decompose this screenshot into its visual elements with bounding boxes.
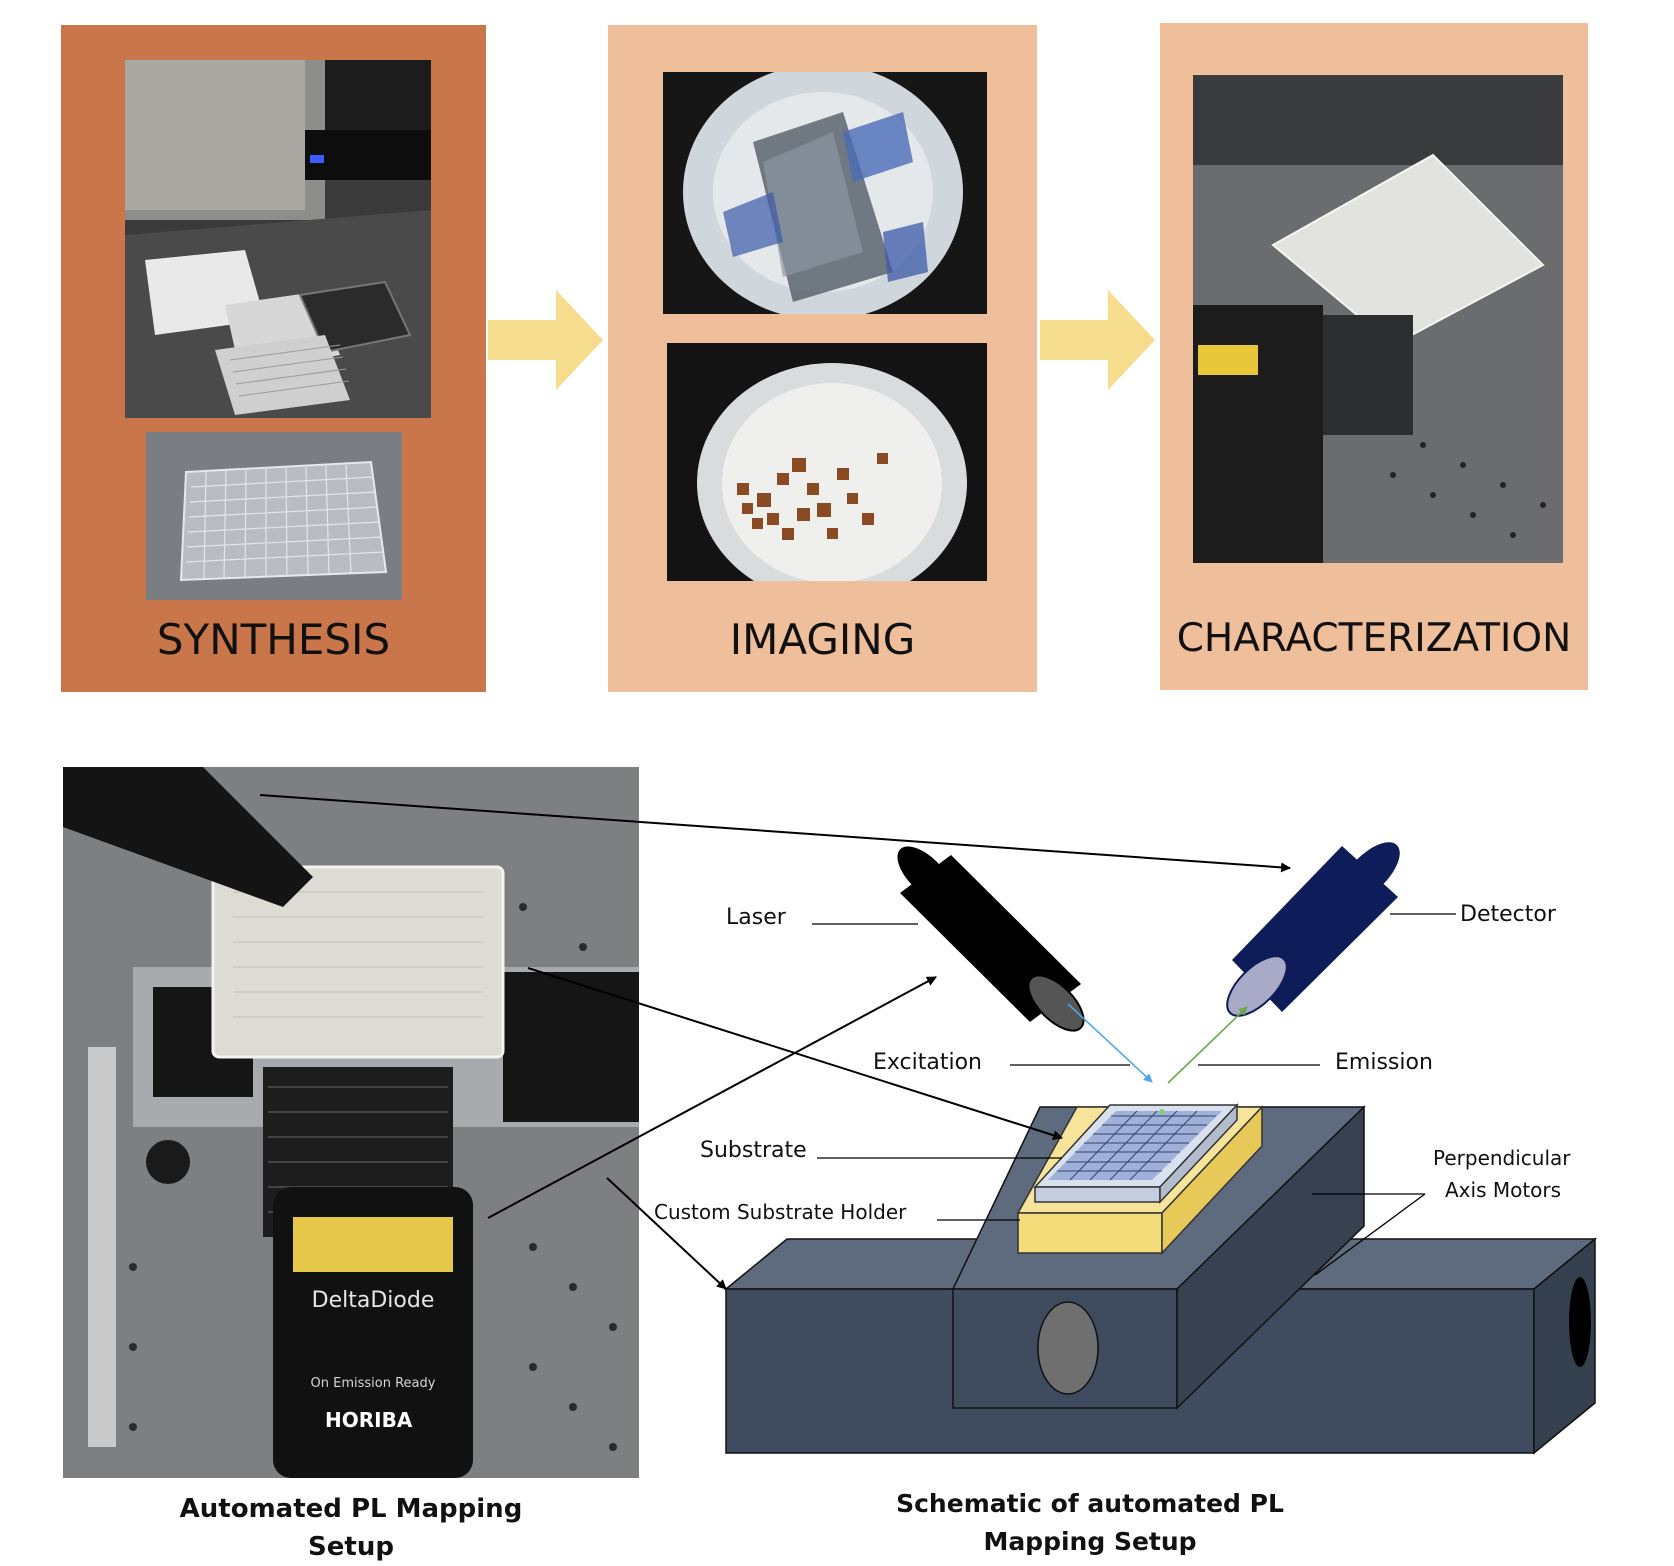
schematic-caption-line1: Schematic of automated PL	[896, 1489, 1284, 1518]
crystal-micrograph-2	[667, 343, 987, 581]
photo-caption-line1: Automated PL Mapping	[179, 1494, 523, 1524]
photo-caption: Automated PL Mapping Setup	[63, 1490, 639, 1566]
substrate-shape	[1033, 1103, 1239, 1204]
emission-label: Emission	[1335, 1050, 1433, 1075]
well-plate-photo	[146, 432, 402, 600]
schematic-caption: Schematic of automated PL Mapping Setup	[780, 1485, 1400, 1561]
flow-arrow-2	[1040, 290, 1155, 390]
characterization-photo	[1193, 75, 1563, 563]
excitation-beam	[1067, 1003, 1153, 1083]
imaging-panel: IMAGING	[608, 25, 1037, 692]
substrate-label: Substrate	[700, 1138, 807, 1163]
laser-label: Laser	[726, 905, 786, 930]
synthesis-label: SYNTHESIS	[156, 615, 391, 664]
detector-cylinder	[1226, 842, 1400, 1017]
detector-label: Detector	[1460, 902, 1556, 927]
characterization-label: CHARACTERIZATION	[1176, 616, 1572, 661]
connector-arrows	[259, 794, 1291, 1290]
motors-label-line2: Axis Motors	[1445, 1178, 1562, 1202]
flow-arrow-1	[488, 290, 603, 390]
laser-indicator-text: On Emission Ready	[311, 1376, 436, 1391]
laser-brand-text: DeltaDiode	[312, 1288, 435, 1313]
emission-beam	[1167, 1006, 1248, 1084]
liquid-handler-photo	[125, 60, 431, 418]
schematic-caption-line2: Mapping Setup	[983, 1527, 1197, 1556]
motors-label-line1: Perpendicular	[1433, 1146, 1571, 1170]
leader-lines	[812, 913, 1456, 1276]
laser-cylinder	[897, 846, 1085, 1032]
crystal-micrograph-1	[663, 72, 987, 314]
laser-maker-text: HORIBA	[325, 1408, 413, 1432]
synthesis-panel: SYNTHESIS	[61, 25, 486, 692]
imaging-label: IMAGING	[729, 615, 916, 664]
characterization-panel: CHARACTERIZATION	[1160, 23, 1588, 690]
substrate-holder-label: Custom Substrate Holder	[654, 1200, 907, 1224]
excitation-label: Excitation	[873, 1050, 982, 1075]
photo-caption-line2: Setup	[308, 1532, 394, 1562]
pl-mapping-setup-photo: DeltaDiode On Emission Ready HORIBA	[63, 767, 639, 1478]
